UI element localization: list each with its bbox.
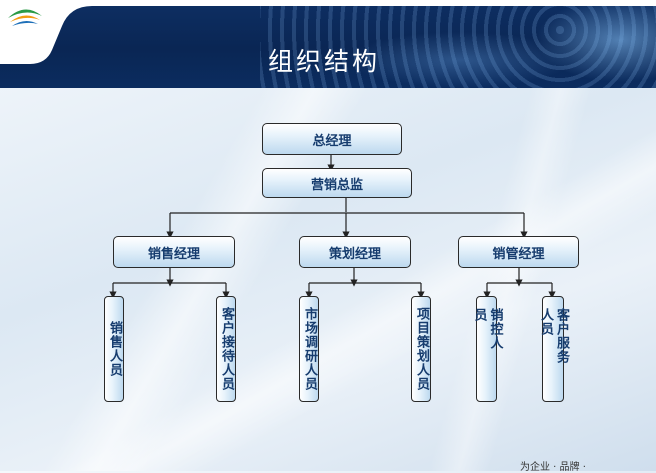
node-label: 客户服务人员: [538, 308, 569, 364]
node-service-staff: 客户服务人员: [538, 296, 569, 402]
node-label: 销管经理: [492, 246, 545, 262]
node-sales-staff: 销售人员: [104, 296, 124, 402]
node-project-staff: 项目策划人员: [411, 296, 431, 402]
node-admin-manager: 销管经理: [458, 236, 579, 268]
node-label: 销控人员: [471, 308, 503, 350]
banner-glow: [260, 0, 656, 88]
node-label: 销售经理: [147, 246, 200, 262]
node-label: 策划经理: [328, 246, 381, 262]
node-label: 总经理: [312, 133, 352, 149]
node-label: 市场调研人员: [302, 307, 317, 391]
node-label: 销售人员: [107, 321, 122, 377]
node-label: 项目策划人员: [414, 307, 429, 391]
node-research-staff: 市场调研人员: [299, 296, 319, 402]
node-reception-staff: 客户接待人员: [216, 296, 236, 402]
page-title: 组织结构: [268, 47, 381, 76]
header-banner: 组织结构: [0, 0, 656, 88]
node-label: 客户接待人员: [219, 307, 234, 391]
node-label: 营销总监: [310, 177, 363, 193]
node-sales-manager: 销售经理: [113, 236, 235, 268]
node-planning-manager: 策划经理: [299, 236, 411, 268]
banner-shape: [0, 0, 656, 64]
node-sales-control-staff: 销控人员: [472, 296, 503, 402]
footer-text: 为企业 · 品牌 ·: [520, 462, 586, 473]
company-logo-icon: [8, 9, 42, 26]
node-marketing-director: 营销总监: [262, 168, 412, 198]
node-general-manager: 总经理: [262, 123, 402, 155]
